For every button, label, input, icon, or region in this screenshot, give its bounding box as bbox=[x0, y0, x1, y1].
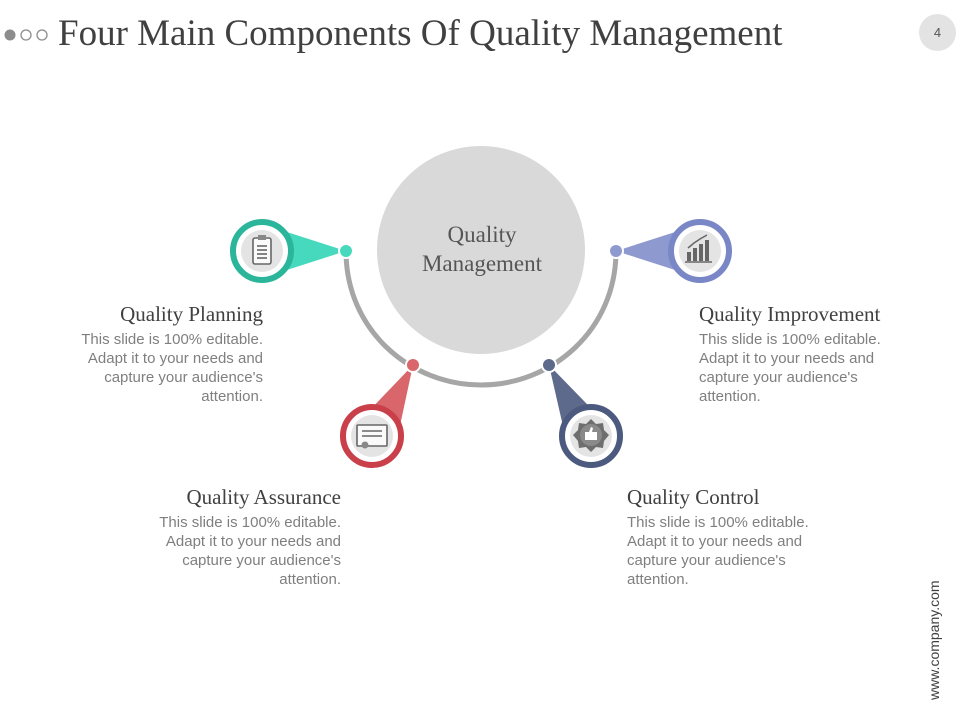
improvement-node bbox=[608, 219, 732, 283]
certificate-icon bbox=[356, 424, 388, 449]
improvement-block: Quality Improvement This slide is 100% e… bbox=[699, 301, 939, 406]
bar-chart-icon bbox=[685, 234, 712, 263]
control-desc: This slide is 100% editable. Adapt it to… bbox=[627, 514, 809, 588]
slide-title: Four Main Components Of Quality Manageme… bbox=[58, 13, 783, 54]
assurance-dot bbox=[405, 357, 421, 373]
center-label-line1: Quality bbox=[447, 222, 517, 247]
assurance-desc: This slide is 100% editable. Adapt it to… bbox=[159, 514, 341, 588]
clipboard-icon bbox=[252, 235, 272, 265]
connecting-arc bbox=[343, 250, 619, 388]
center-label: Quality Management bbox=[381, 220, 583, 278]
control-title: Quality Control bbox=[627, 485, 760, 509]
thumbs-up-badge-icon bbox=[573, 419, 609, 452]
title-dots-icon bbox=[4, 29, 48, 41]
planning-desc: This slide is 100% editable. Adapt it to… bbox=[81, 331, 263, 405]
planning-title: Quality Planning bbox=[120, 302, 263, 326]
control-dot bbox=[541, 357, 557, 373]
center-circle bbox=[377, 146, 585, 354]
assurance-title: Quality Assurance bbox=[186, 485, 341, 509]
planning-block: Quality Planning This slide is 100% edit… bbox=[23, 301, 263, 406]
improvement-dot bbox=[608, 243, 624, 259]
planning-dot bbox=[338, 243, 354, 259]
improvement-desc: This slide is 100% editable. Adapt it to… bbox=[699, 331, 881, 405]
improvement-title: Quality Improvement bbox=[699, 302, 881, 326]
planning-node bbox=[230, 219, 354, 283]
center-label-line2: Management bbox=[421, 251, 543, 276]
control-node bbox=[541, 357, 623, 468]
control-block: Quality Control This slide is 100% edita… bbox=[627, 484, 867, 589]
assurance-block: Quality Assurance This slide is 100% edi… bbox=[101, 484, 341, 589]
assurance-node bbox=[340, 357, 421, 468]
page-number-badge: 4 bbox=[919, 14, 956, 51]
footer-url: www.company.com bbox=[926, 580, 942, 700]
